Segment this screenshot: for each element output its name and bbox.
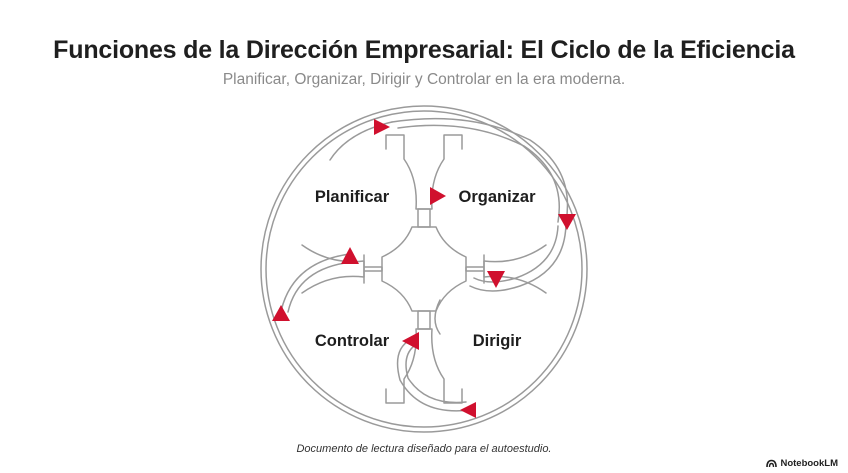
connector-top [391,117,569,223]
connector-top-inner [397,124,560,223]
arrow-bottom-right-icon [460,402,476,418]
connector-right [469,221,567,292]
footer-note: Documento de lectura diseñado para el au… [296,443,552,455]
outer-ring-inner [265,110,583,428]
page-subtitle: Planificar, Organizar, Dirigir y Control… [222,71,626,88]
connector-bottom [396,339,471,412]
label-planificar: Planificar [315,188,390,206]
arrow-top-right-icon [374,119,390,135]
arrow-up-icon [341,247,359,264]
label-controlar: Controlar [315,332,390,350]
arrow-down-icon [487,271,505,288]
label-organizar: Organizar [458,188,536,206]
connector-center-left [434,299,441,335]
connector-left-inner [287,261,353,313]
notebooklm-logo-icon [766,459,778,467]
gear-shape-controlar [301,254,431,404]
label-dirigir: Dirigir [473,332,522,350]
arrow-right-down-icon [558,214,576,230]
gear-shape-organizar [417,134,547,284]
connector-left [279,253,351,317]
outer-ring [260,105,588,433]
page-title: Funciones de la Dirección Empresarial: E… [53,36,795,64]
arrow-center-right-icon [430,187,446,205]
arrow-left-up-icon [272,305,290,321]
gear-shape-dirigir [417,254,547,404]
connector-top-left [329,121,393,161]
gear-shape-planificar [301,134,431,284]
arrow-left-icon [402,332,419,350]
brand: NotebookLM [766,456,838,470]
connector-bottom-inner [405,345,467,404]
connector-right-inner [473,225,559,283]
brand-name: NotebookLM [780,457,838,469]
